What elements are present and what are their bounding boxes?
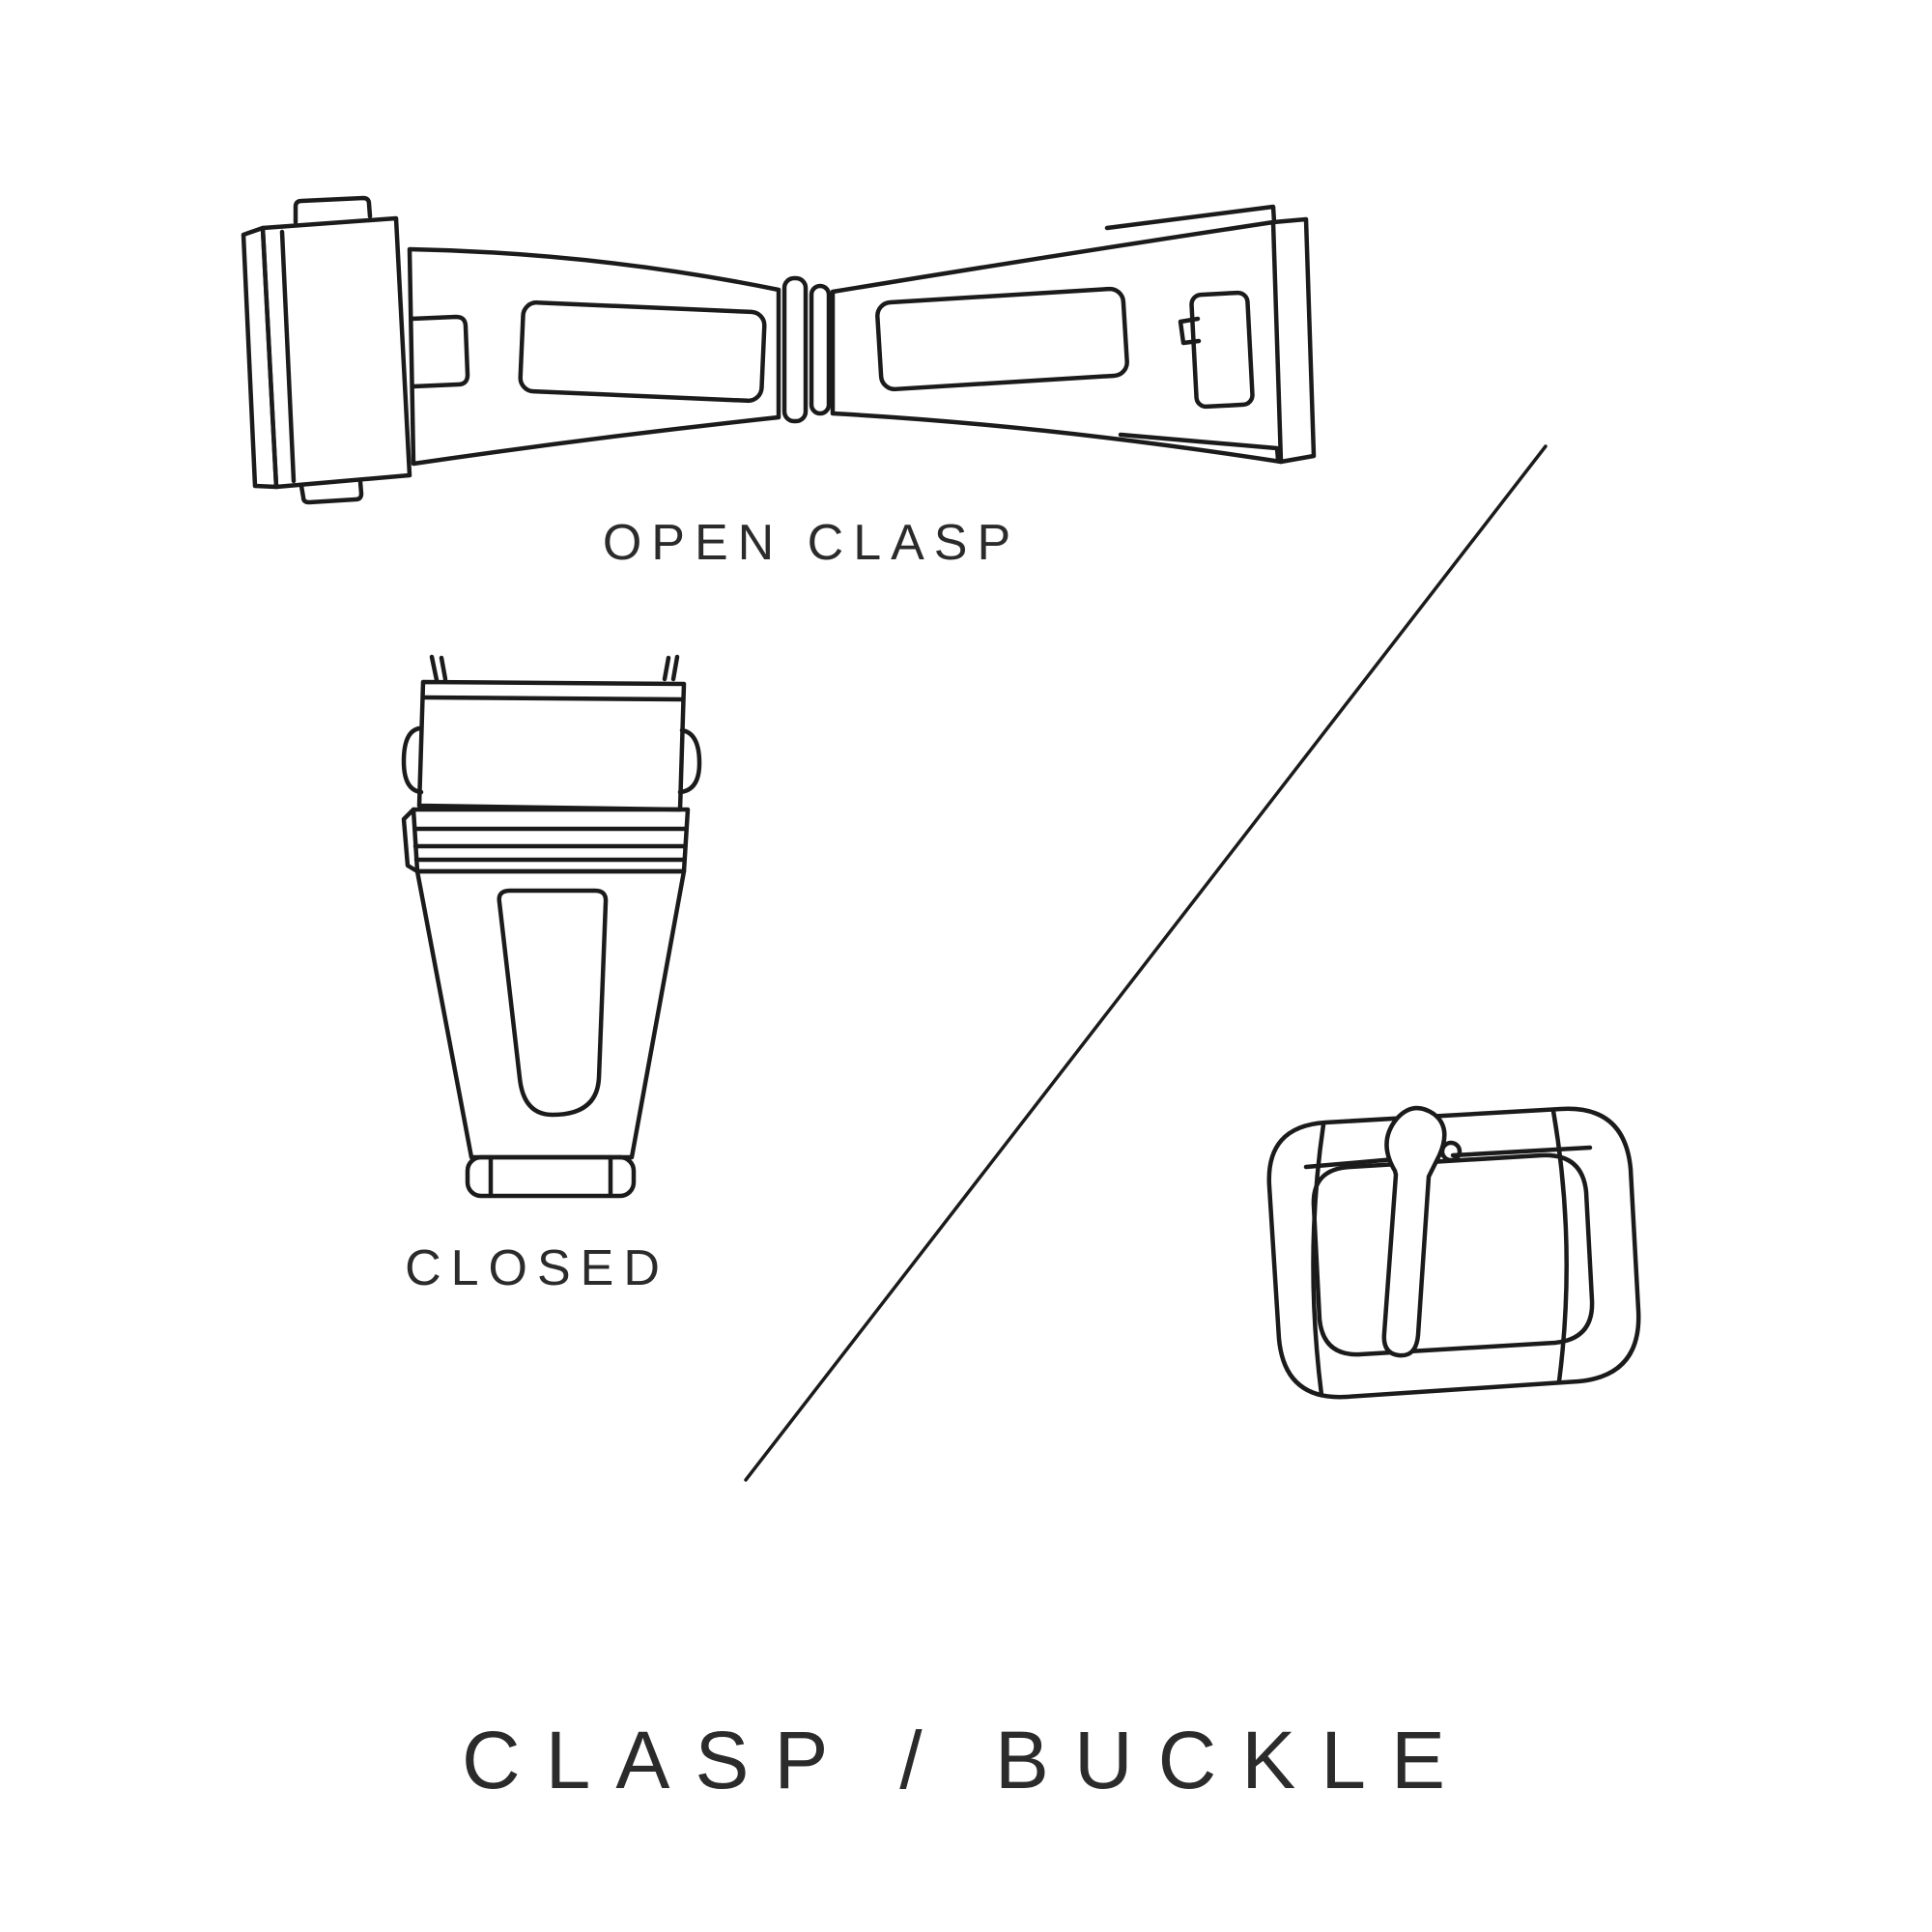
open-clasp-label: OPEN CLASP xyxy=(603,515,1020,571)
buckle-pin xyxy=(1381,1105,1447,1358)
open-clasp-left-inner-outline xyxy=(518,299,767,404)
open-clasp-left-catch xyxy=(409,314,470,389)
open-clasp-right-link xyxy=(830,219,1284,465)
open-clasp-illustration xyxy=(241,195,1317,505)
diagonal-divider-line xyxy=(744,444,1548,1482)
closed-clasp-left-ear xyxy=(401,725,424,795)
open-clasp-right-top-edge xyxy=(1104,204,1277,231)
closed-clasp-bottom-bar-ticks xyxy=(488,1156,613,1197)
open-clasp-bottom-tab xyxy=(298,479,364,505)
buckle-spring-bar xyxy=(1303,1145,1593,1170)
open-clasp-right-inner-outline xyxy=(875,286,1129,392)
open-clasp-hinge-outer xyxy=(781,275,809,424)
closed-clasp-label: CLOSED xyxy=(405,1240,669,1296)
closed-clasp-band xyxy=(411,807,691,874)
closed-clasp-band-bevel xyxy=(401,807,420,874)
open-clasp-right-latch-tab xyxy=(1178,316,1202,346)
closed-clasp-top-block-inner-line xyxy=(422,695,685,702)
buckle-illustration xyxy=(1266,1105,1641,1400)
open-clasp-right-end-cap xyxy=(1270,216,1317,465)
open-clasp-left-link xyxy=(407,246,781,467)
closed-clasp-body-inner-outline xyxy=(497,888,609,1118)
buckle-frame-inner xyxy=(1311,1152,1595,1357)
open-clasp-right-latch xyxy=(1189,290,1255,410)
open-clasp-right-bottom-edge xyxy=(1118,432,1281,463)
open-clasp-top-tab xyxy=(293,195,373,225)
buckle-left-contour xyxy=(1311,1122,1326,1398)
open-clasp-left-box-inner-line xyxy=(279,229,297,484)
open-clasp-left-box xyxy=(260,215,412,490)
buckle-right-contour xyxy=(1550,1108,1569,1384)
open-clasp-hinge-inner xyxy=(809,283,832,416)
buckle-frame-outer xyxy=(1266,1106,1641,1400)
page-title: CLASP / BUCKLE xyxy=(462,1715,1470,1805)
closed-clasp-illustration xyxy=(401,654,702,1199)
closed-clasp-prong-left xyxy=(429,654,448,683)
closed-clasp-bottom-bar xyxy=(465,1154,637,1199)
closed-clasp-prong-right xyxy=(662,654,680,682)
closed-clasp-band-lines xyxy=(412,826,689,863)
closed-clasp-body xyxy=(414,868,687,1160)
closed-clasp-right-ear xyxy=(677,727,702,795)
